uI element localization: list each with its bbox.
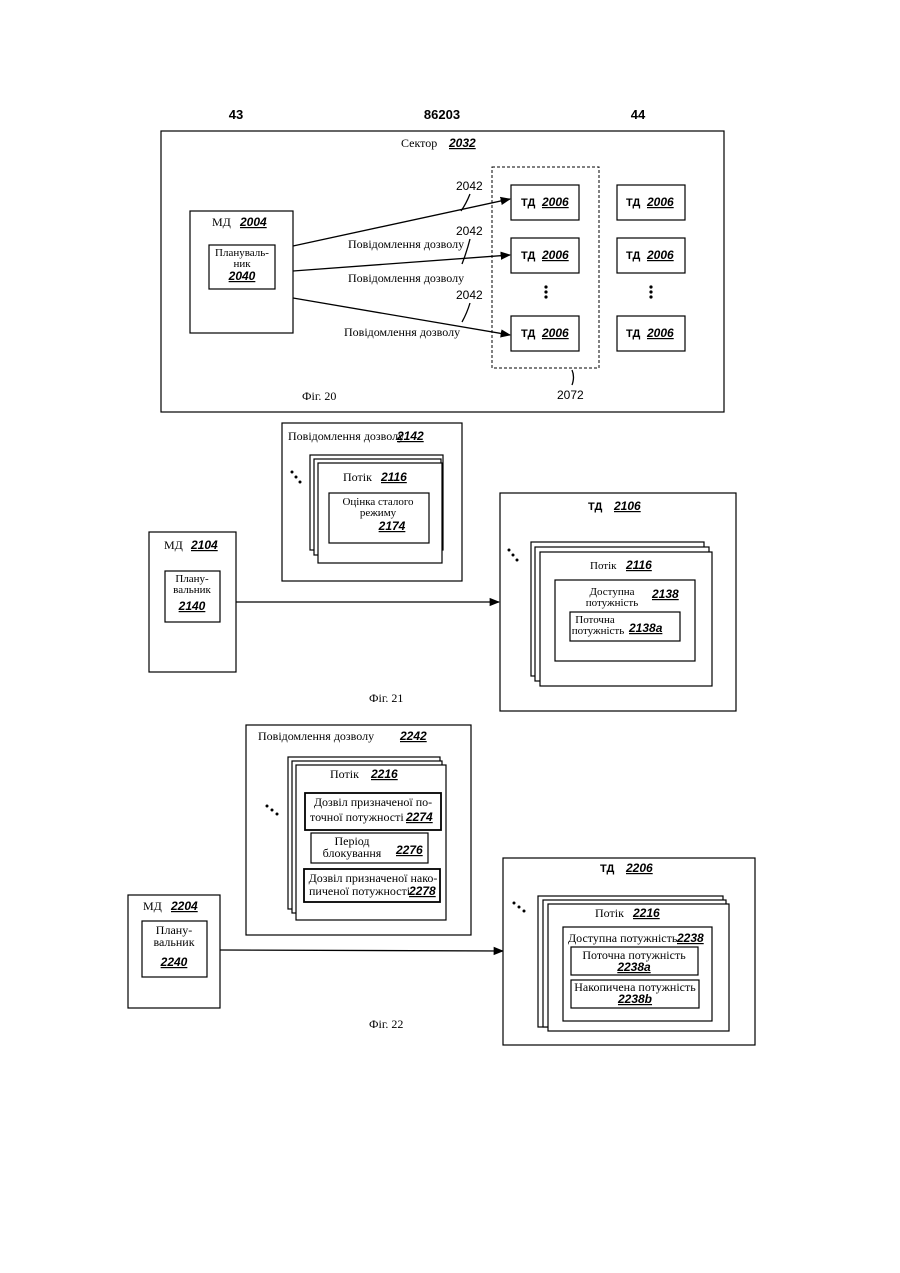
current-power-ref: 2138a xyxy=(628,621,663,635)
sector-ref: 2032 xyxy=(448,136,476,150)
page-number-right: 44 xyxy=(631,107,646,122)
svg-text:ТД: ТД xyxy=(521,250,535,262)
td-box: ТД 2006 xyxy=(511,238,579,273)
available-power-ref: 2138 xyxy=(651,587,679,601)
arrow-ref: 2042 xyxy=(456,224,483,238)
td-flow-label: Потік xyxy=(590,560,617,572)
td-box: ТД 2006 xyxy=(617,238,685,273)
estimate-label-line2: режиму xyxy=(360,507,397,519)
svg-text:2006: 2006 xyxy=(646,195,674,209)
scheduler-ref: 2140 xyxy=(178,599,206,613)
td-box: ТД 2006 xyxy=(617,316,685,351)
td-label: ТД xyxy=(588,501,602,513)
vertical-ellipsis-icon xyxy=(544,285,547,298)
current-power-ref: 2238a xyxy=(616,960,651,974)
assigned-current-ref: 2274 xyxy=(405,810,433,824)
svg-text:2006: 2006 xyxy=(646,326,674,340)
grant-message-label: Повідомлення дозволу xyxy=(258,729,374,743)
md-ref: 2004 xyxy=(239,215,267,229)
td-box: ТД 2006 xyxy=(617,185,685,220)
scheduler-label-line2: вальник xyxy=(173,584,211,596)
svg-text:ТД: ТД xyxy=(626,328,640,340)
scheduler-ref: 2240 xyxy=(160,955,188,969)
sector-label: Сектор xyxy=(401,136,437,150)
td-flow-label: Потік xyxy=(595,906,624,920)
arrow-ref: 2042 xyxy=(456,288,483,302)
group-ref: 2072 xyxy=(557,388,584,402)
assigned-accumulated-label-line2: пиченої потужності xyxy=(309,884,411,898)
td-flow-ref: 2116 xyxy=(625,558,652,572)
md-label: МД xyxy=(212,215,231,229)
td-flow-ref: 2216 xyxy=(632,906,660,920)
td-ref: 2206 xyxy=(625,861,653,875)
arrow-ref: 2042 xyxy=(456,179,483,193)
grant-message-label: Повідомлення дозволу xyxy=(348,237,464,251)
scheduler-label-line2: вальник xyxy=(153,935,194,949)
td-ref: 2106 xyxy=(613,499,641,513)
flow-ref: 2116 xyxy=(380,470,407,484)
grant-arrow xyxy=(220,950,503,951)
blocking-period-label-line2: блокування xyxy=(323,846,382,860)
flow-label: Потік xyxy=(343,470,372,484)
figure-caption: Фіг. 22 xyxy=(369,1017,403,1031)
grant-message-label: Повідомлення дозволу xyxy=(288,429,404,443)
patent-number: 86203 xyxy=(424,107,460,122)
blocking-period-ref: 2276 xyxy=(395,843,423,857)
svg-text:2006: 2006 xyxy=(541,195,569,209)
figure-21: Повідомлення дозволу 2142 Потік 2116 Оці… xyxy=(149,423,736,711)
svg-text:ТД: ТД xyxy=(521,197,535,209)
flow-ref: 2216 xyxy=(370,767,398,781)
grant-message-label: Повідомлення дозволу xyxy=(344,325,460,339)
figure-caption: Фіг. 21 xyxy=(369,691,403,705)
figure-22: Повідомлення дозволу 2242 Потік 2216 Доз… xyxy=(128,725,755,1045)
assigned-accumulated-label-line1: Дозвіл призначеної нако- xyxy=(309,871,438,885)
assigned-accumulated-ref: 2278 xyxy=(408,884,436,898)
grant-message-ref: 2242 xyxy=(399,729,427,743)
svg-text:2006: 2006 xyxy=(541,326,569,340)
md-label: МД xyxy=(143,899,162,913)
grant-message-ref: 2142 xyxy=(396,429,424,443)
td-label: ТД xyxy=(600,863,614,875)
flow-label: Потік xyxy=(330,767,359,781)
estimate-ref: 2174 xyxy=(378,519,406,533)
available-power-label: Доступна потужність xyxy=(568,931,678,945)
md-label: МД xyxy=(164,538,183,552)
figure-20: Сектор 2032 МД 2004 Плануваль- ник 2040 … xyxy=(161,131,724,412)
figure-caption: Фіг. 20 xyxy=(302,389,336,403)
assigned-current-label-line1: Дозвіл призначеної по- xyxy=(314,795,432,809)
td-box: ТД 2006 xyxy=(511,316,579,351)
grant-message-label: Повідомлення дозволу xyxy=(348,271,464,285)
page-number-left: 43 xyxy=(229,107,243,122)
md-ref: 2204 xyxy=(170,899,198,913)
svg-text:ТД: ТД xyxy=(626,250,640,262)
md-ref: 2104 xyxy=(190,538,218,552)
svg-text:2006: 2006 xyxy=(646,248,674,262)
vertical-ellipsis-icon xyxy=(649,285,652,298)
assigned-current-label-line2: точної потужності xyxy=(310,810,404,824)
available-power-label-line2: потужність xyxy=(586,597,639,609)
available-power-ref: 2238 xyxy=(676,931,704,945)
svg-text:2006: 2006 xyxy=(541,248,569,262)
scheduler-ref: 2040 xyxy=(228,269,256,283)
current-power-label-line2: потужність xyxy=(572,625,625,637)
td-box: ТД 2006 xyxy=(511,185,579,220)
svg-text:ТД: ТД xyxy=(626,197,640,209)
accumulated-power-ref: 2238b xyxy=(617,992,652,1006)
svg-text:ТД: ТД xyxy=(521,328,535,340)
